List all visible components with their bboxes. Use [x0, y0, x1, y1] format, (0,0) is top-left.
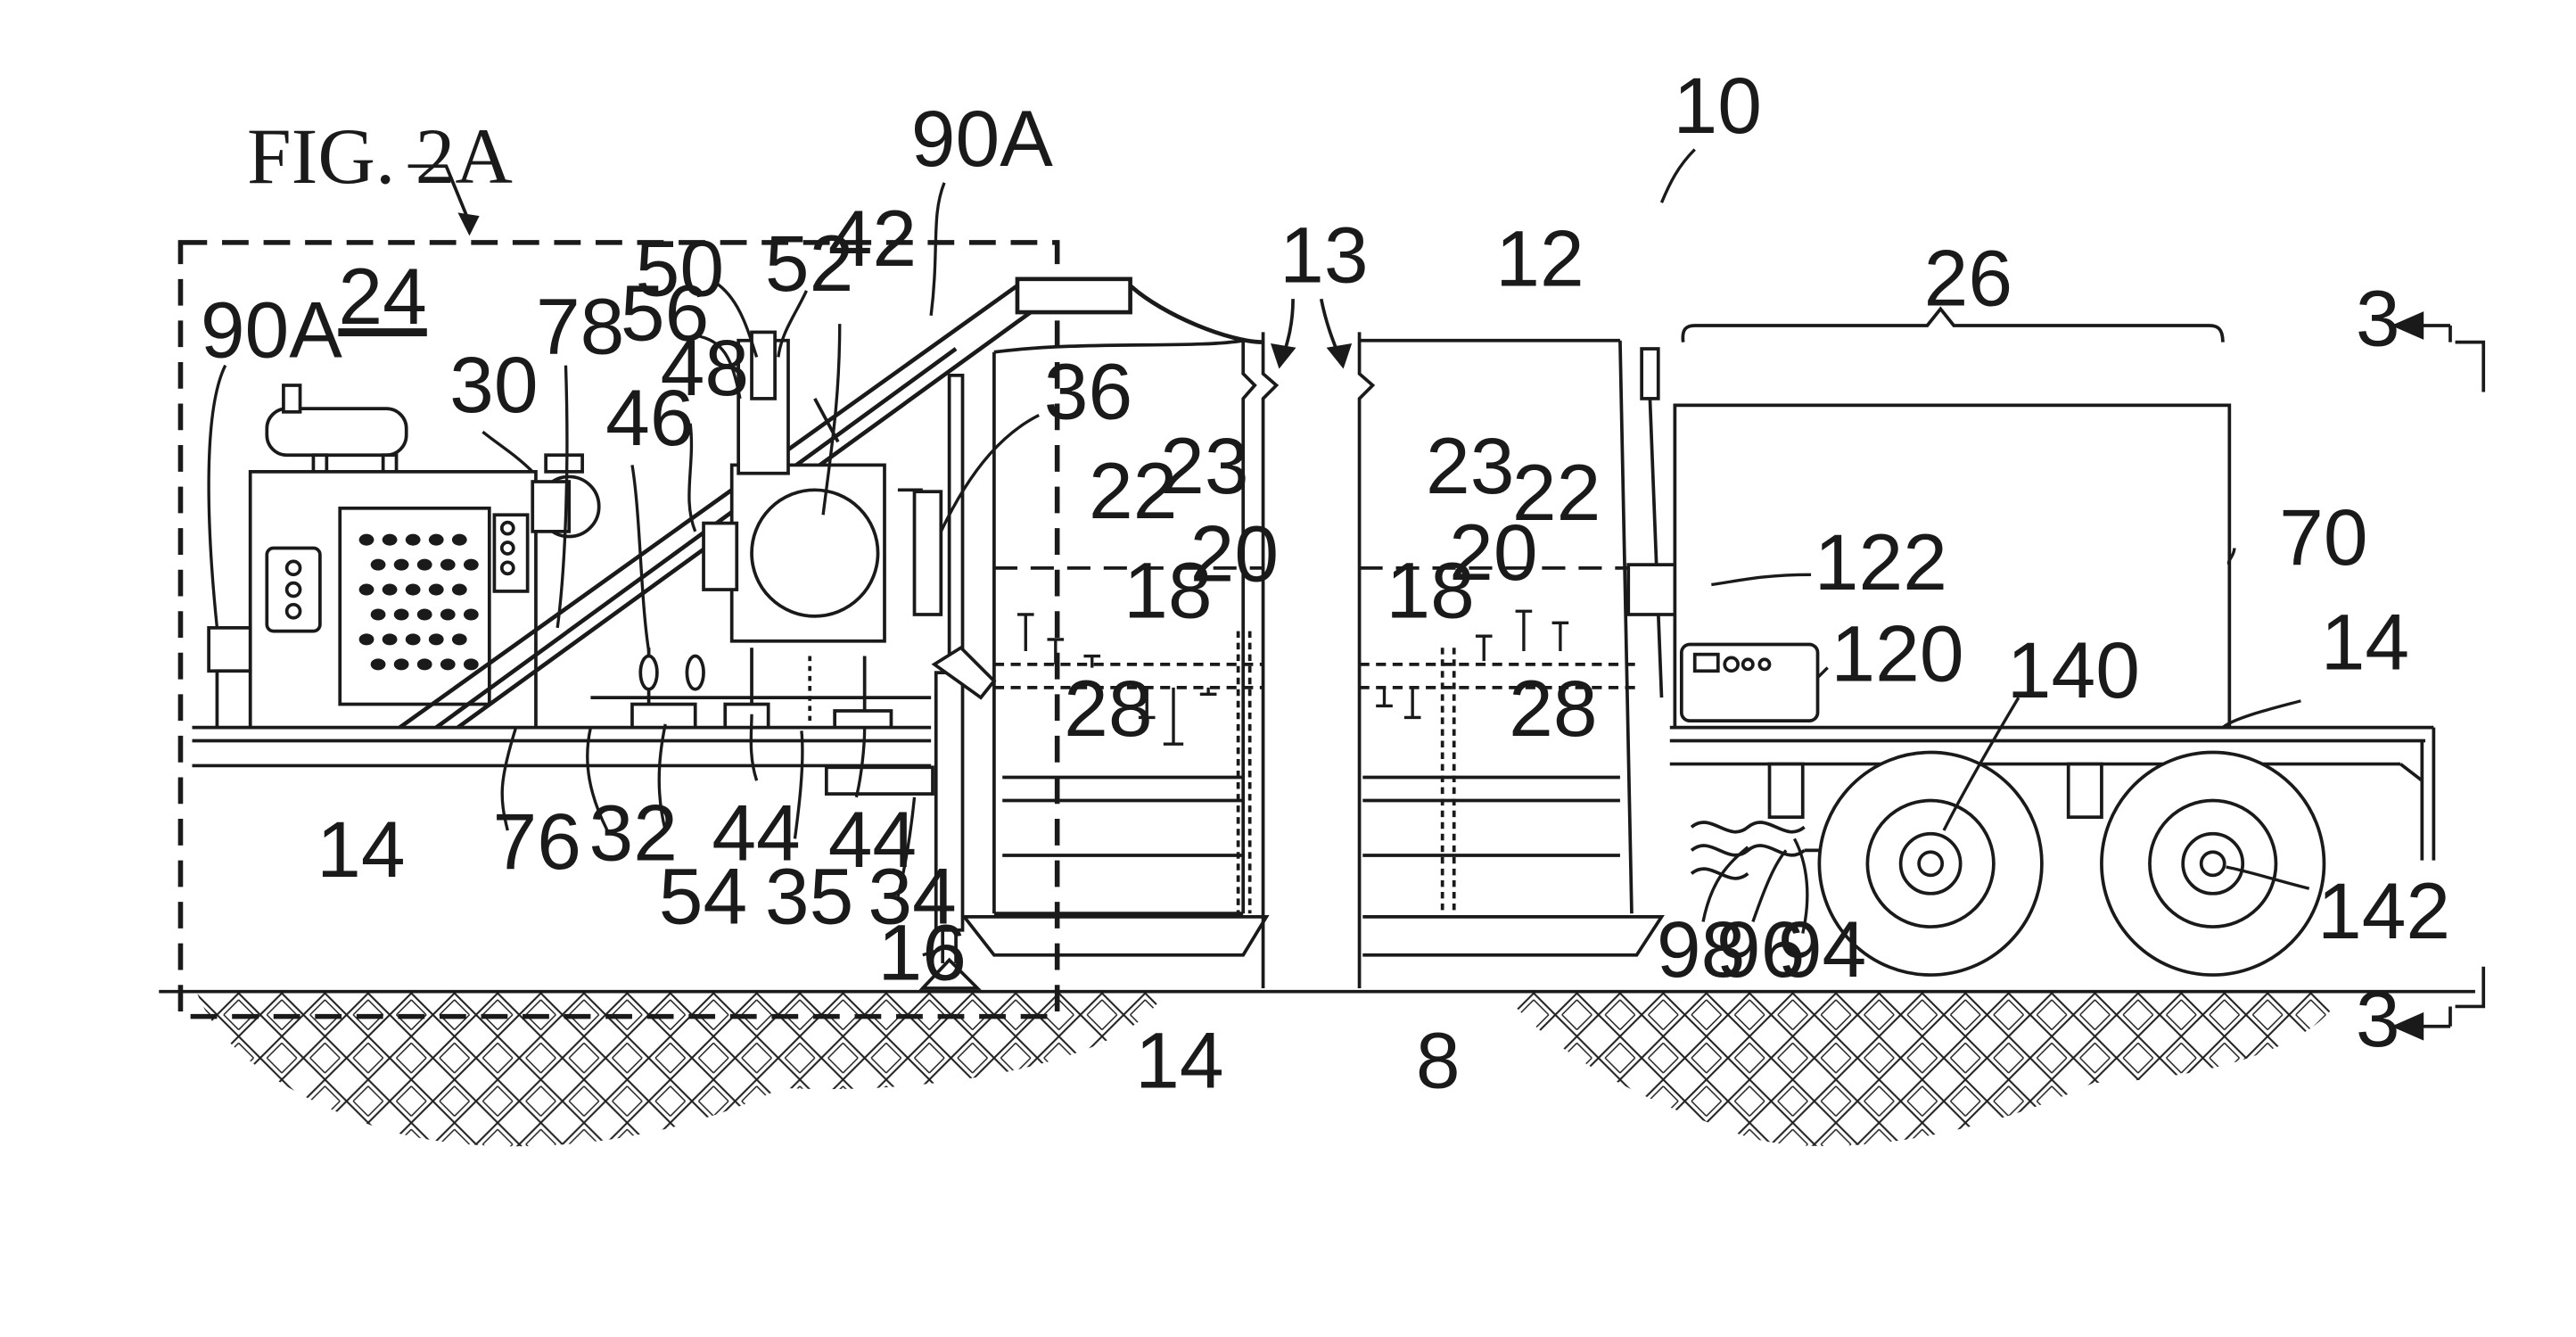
label-28-right: 28	[1509, 664, 1597, 753]
grille-hole	[464, 658, 479, 670]
label-30: 30	[449, 340, 538, 429]
label-42: 42	[828, 194, 917, 283]
label-35: 35	[765, 851, 853, 940]
label-122: 122	[1815, 517, 1947, 607]
label-3-top: 3	[2356, 273, 2400, 362]
grille-hole	[429, 633, 444, 645]
grille-hole	[429, 584, 444, 596]
label-13: 13	[1280, 210, 1368, 300]
label-8: 8	[1416, 1016, 1461, 1105]
grille-hole	[464, 608, 479, 620]
soil-right	[1504, 994, 2342, 1146]
label-90a-top: 90A	[911, 94, 1053, 183]
grille-hole	[394, 559, 409, 571]
grille-hole	[371, 559, 386, 571]
label-14-bottom: 14	[1135, 1016, 1223, 1105]
grille-hole	[417, 658, 432, 670]
grille-hole	[394, 658, 409, 670]
label-3-bottom: 3	[2356, 974, 2400, 1063]
label-26: 26	[1924, 234, 2012, 323]
break-arrows	[1273, 299, 1350, 365]
grille-hole	[440, 559, 456, 571]
label-24: 24	[338, 252, 426, 341]
grille-hole	[440, 658, 456, 670]
grille-hole	[452, 584, 467, 596]
grille-hole	[359, 633, 374, 645]
grille-hole	[359, 584, 374, 596]
grille-hole	[406, 633, 421, 645]
grille-hole	[452, 534, 467, 546]
grille-hole	[383, 534, 398, 546]
grille-hole	[429, 534, 444, 546]
label-54: 54	[659, 851, 747, 940]
label-142: 142	[2317, 866, 2450, 955]
label-28-left: 28	[1064, 664, 1152, 753]
label-12: 12	[1495, 213, 1584, 302]
grille-hole	[440, 608, 456, 620]
grille-hole	[417, 559, 432, 571]
container-right	[1360, 332, 1712, 988]
label-46: 46	[605, 373, 694, 462]
label-18-right: 18	[1386, 546, 1474, 635]
label-90a-left: 90A	[201, 285, 342, 374]
label-140: 140	[2007, 625, 2140, 714]
label-120: 120	[1831, 608, 1963, 697]
label-94: 94	[1778, 904, 1866, 994]
grille-hole	[406, 584, 421, 596]
label-36: 36	[1044, 346, 1132, 435]
grille-hole	[394, 608, 409, 620]
grille-hole	[383, 584, 398, 596]
soil-left	[197, 994, 1164, 1147]
grille-hole	[406, 534, 421, 546]
label-76: 76	[493, 796, 581, 886]
label-16: 16	[878, 908, 967, 997]
underfloor-equipment	[590, 648, 933, 794]
grille-hole	[371, 658, 386, 670]
label-23-left: 23	[1160, 421, 1248, 510]
grille-hole	[452, 633, 467, 645]
grille-hole	[417, 608, 432, 620]
label-14-right: 14	[2321, 597, 2409, 686]
fig2a-arrowhead	[457, 212, 479, 235]
engine-unit	[209, 385, 599, 728]
grille-hole	[383, 633, 398, 645]
label-70: 70	[2279, 492, 2367, 582]
grille-hole	[359, 534, 374, 546]
figure-caption: FIG. 2A	[247, 112, 513, 201]
label-23-right: 23	[1426, 421, 1514, 510]
grille-hole	[371, 608, 386, 620]
grille-hole	[464, 559, 479, 571]
engine-tank	[267, 409, 406, 455]
label-18-left: 18	[1123, 546, 1212, 635]
label-10: 10	[1674, 61, 1762, 150]
label-14-left: 14	[317, 805, 405, 894]
label-78: 78	[536, 282, 624, 371]
